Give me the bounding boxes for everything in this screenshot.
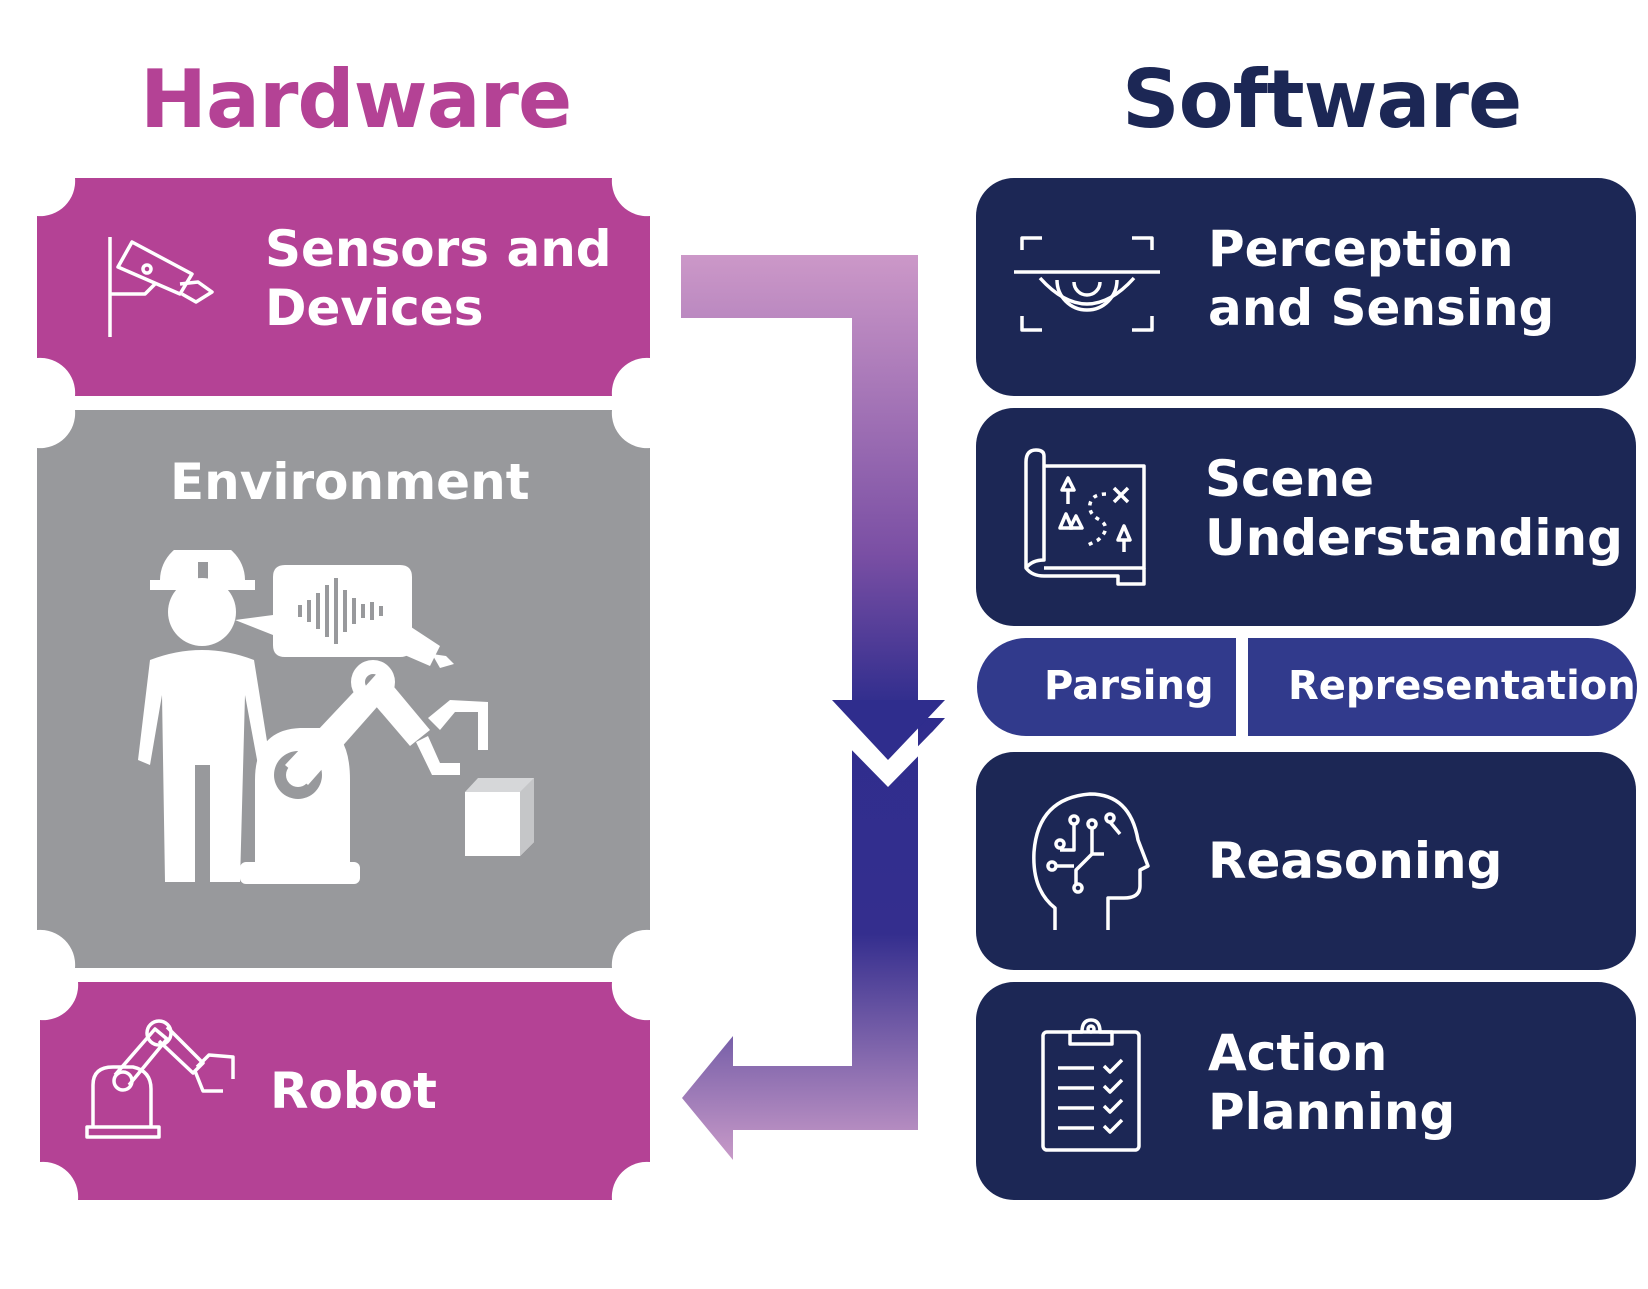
reasoning-label: Reasoning <box>1208 832 1503 890</box>
perception-panel <box>976 178 1636 396</box>
perception-label-line2: and Sensing <box>1208 279 1555 337</box>
sensors-panel <box>37 178 650 396</box>
sensors-label-line1: Sensors and <box>265 220 612 278</box>
scene-label-line1: Scene <box>1205 450 1375 508</box>
representation-label: Representation <box>1288 663 1636 709</box>
parsing-label: Parsing <box>1044 663 1214 709</box>
scene-panel <box>976 408 1636 626</box>
perception-label-line1: Perception <box>1208 220 1514 278</box>
scene-label-line2: Understanding <box>1205 509 1623 567</box>
planning-label-line1: Action <box>1208 1024 1388 1082</box>
robot-panel <box>40 982 650 1200</box>
checklist-icon <box>1041 1018 1141 1152</box>
security-camera-icon <box>108 237 214 337</box>
eye-scan-icon <box>1014 236 1160 332</box>
representation-pill <box>1248 638 1637 736</box>
perception-label: Perception and Sensing <box>1208 220 1554 338</box>
robot-label: Robot <box>270 1062 437 1120</box>
scene-label: Scene Understanding <box>1205 450 1623 568</box>
planning-label-line2: Planning <box>1208 1083 1456 1141</box>
reasoning-panel <box>976 752 1636 970</box>
environment-title: Environment <box>170 453 530 511</box>
map-icon <box>1024 448 1146 586</box>
worker-robot-scene-icon <box>138 550 534 884</box>
software-title: Software <box>1122 53 1522 146</box>
sensors-label-line2: Devices <box>265 279 484 337</box>
hardware-title: Hardware <box>140 53 572 146</box>
parsing-pill <box>977 638 1236 736</box>
planning-panel <box>976 982 1636 1200</box>
planning-label: Action Planning <box>1208 1024 1455 1142</box>
sensors-label: Sensors and Devices <box>265 220 612 338</box>
robot-arm-icon <box>85 1019 235 1139</box>
brain-circuit-icon <box>1032 792 1150 930</box>
